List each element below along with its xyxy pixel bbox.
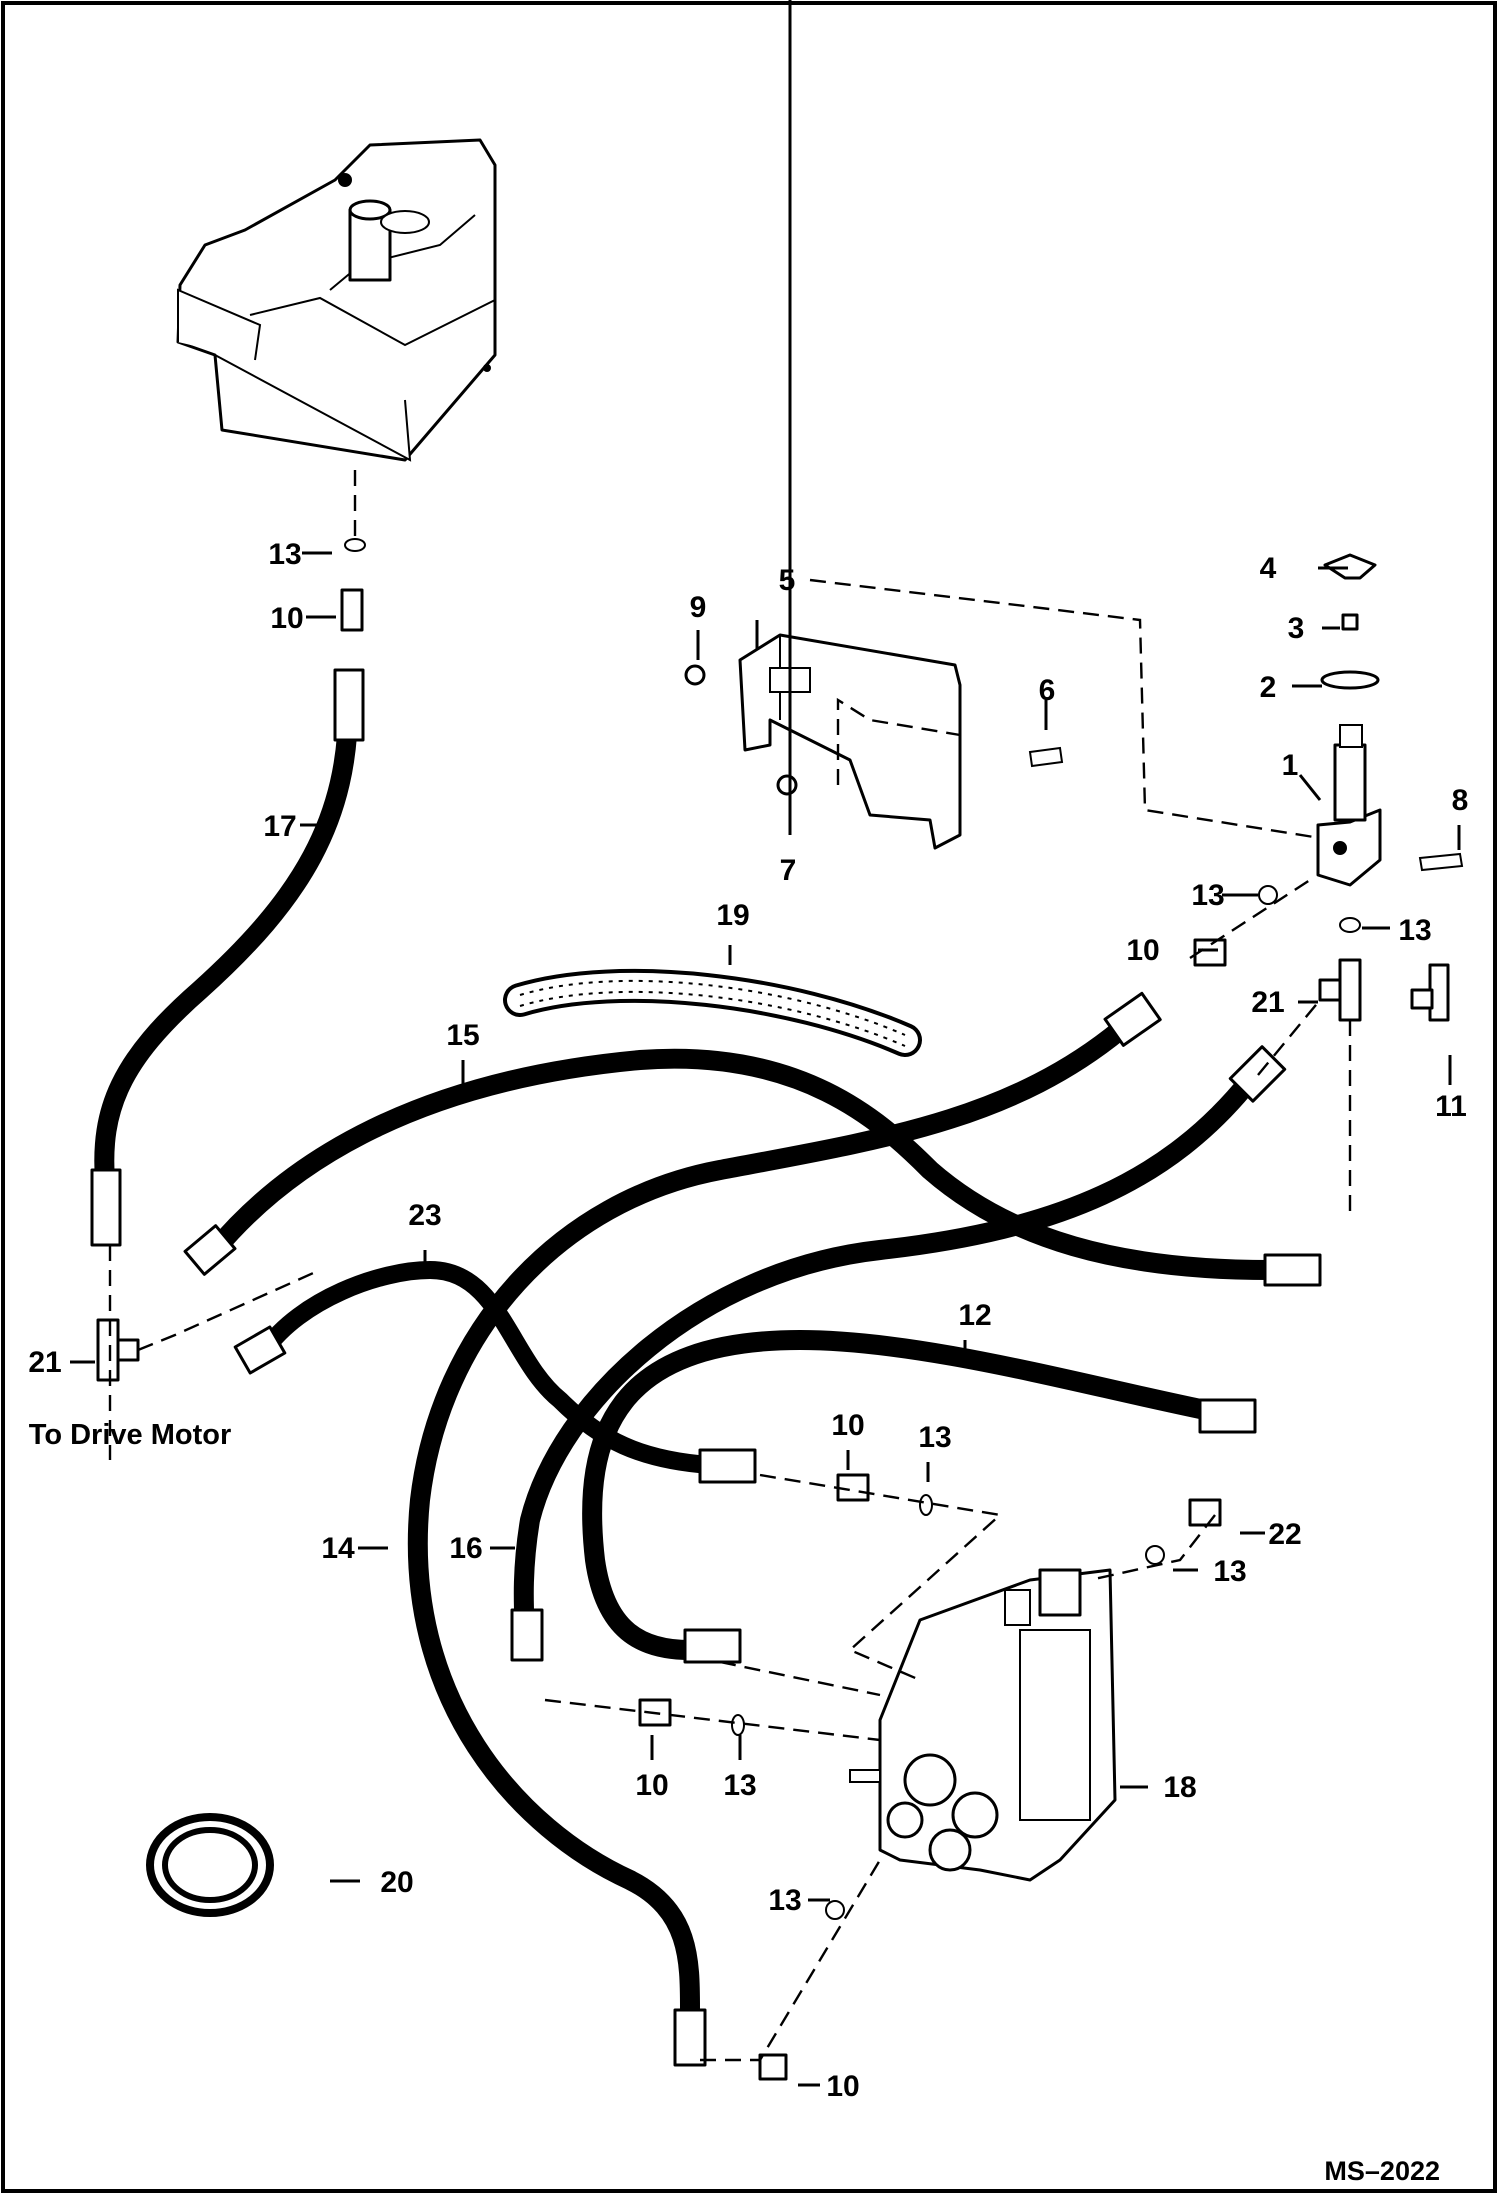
hose-17 <box>94 690 359 1190</box>
callout-13-pump-22: 13 <box>1213 1555 1246 1588</box>
tee-fitting-left <box>96 1318 140 1382</box>
adapter-pump-top <box>836 1473 870 1502</box>
bolt-part <box>1418 852 1464 872</box>
hose-14 <box>407 1020 1130 2020</box>
tube-coil-20 <box>146 1813 274 1917</box>
callout-22: 22 <box>1268 1518 1301 1551</box>
fitting-15-left <box>183 1224 237 1276</box>
guide-bracket-bolt <box>836 697 961 785</box>
callout-23: 23 <box>408 1199 441 1232</box>
oring-reservoir <box>344 538 366 552</box>
callout-13-reservoir: 13 <box>268 538 301 571</box>
bracket-nut-upper <box>684 664 706 686</box>
callout-12: 12 <box>958 1299 991 1332</box>
callout-10-pump-left: 10 <box>635 1769 668 1802</box>
oring-pump-bottom <box>825 1900 845 1920</box>
hose-15 <box>205 1048 1280 1280</box>
tee-fitting-right <box>1318 958 1362 1022</box>
fitting-16-bottom <box>510 1608 544 1662</box>
callout-8: 8 <box>1452 784 1469 817</box>
callout-10-valve: 10 <box>1126 934 1159 967</box>
callout-2: 2 <box>1260 671 1277 704</box>
guide-pump-22 <box>1089 1514 1216 1582</box>
callout-13-valve-left: 13 <box>1191 879 1224 912</box>
callout-16: 16 <box>449 1532 482 1565</box>
callout-17: 17 <box>263 810 296 843</box>
nut-part <box>1341 613 1359 631</box>
callout-13-pump-left: 13 <box>723 1769 756 1802</box>
fitting-17-top <box>333 668 365 742</box>
callout-labels: 1 2 3 4 5 6 7 8 9 10 10 10 10 10 11 12 1… <box>28 538 1468 2186</box>
fitting-15-right <box>1263 1253 1322 1287</box>
fitting-14-top <box>1103 991 1162 1047</box>
cap-part <box>1323 553 1377 580</box>
callout-13-pump-bottom: 13 <box>768 1884 801 1917</box>
hydraulic-pump <box>849 1568 1117 1882</box>
callout-19: 19 <box>716 899 749 932</box>
hose-23 <box>256 1261 719 1474</box>
callout-21-right: 21 <box>1251 986 1284 1019</box>
fitting-12-bottom <box>683 1628 742 1664</box>
figure-id: MS–2022 <box>1324 2156 1440 2186</box>
callout-10-pump-top: 10 <box>831 1409 864 1442</box>
fitting-23-right <box>698 1448 757 1484</box>
callout-5: 5 <box>779 564 796 597</box>
adapter-pump-bottom <box>758 2053 788 2081</box>
fitting-17-bottom <box>90 1168 122 1247</box>
drive-motor-note: To Drive Motor <box>29 1419 231 1451</box>
guide-valve-tee <box>1257 999 1321 1076</box>
bracket-nut-lower <box>776 774 798 796</box>
callout-11: 11 <box>1435 1090 1467 1123</box>
callout-6: 6 <box>1039 674 1056 707</box>
oring-pump-top <box>919 1494 933 1516</box>
callout-10-reservoir: 10 <box>270 602 303 635</box>
hose-16 <box>513 1070 1260 1650</box>
callout-14: 14 <box>321 1532 355 1565</box>
mounting-bracket <box>738 633 962 850</box>
adapter-22 <box>1188 1498 1222 1527</box>
guide-pump-left <box>544 1698 881 1742</box>
oring-pump-left <box>731 1714 745 1736</box>
guide-pump-mid <box>719 1660 881 1697</box>
callout-10-pump-bottom: 10 <box>826 2070 859 2103</box>
callout-1: 1 <box>1282 749 1299 782</box>
oring-22 <box>1145 1545 1165 1565</box>
washer-part <box>1320 670 1380 690</box>
hose-12 <box>582 1330 1240 1660</box>
callout-13-valve-bottom: 13 <box>1398 914 1431 947</box>
fitting-14-bottom <box>673 2008 707 2067</box>
fitting-23-left <box>233 1325 287 1375</box>
oring-valve-left <box>1258 885 1278 905</box>
callout-4: 4 <box>1260 552 1277 585</box>
guide-tee-left <box>137 1268 321 1352</box>
callout-9: 9 <box>690 591 707 624</box>
callout-7: 7 <box>780 854 797 887</box>
tee-fitting-11 <box>1410 963 1450 1022</box>
sleeve-19 <box>503 968 922 1057</box>
valve-block <box>1316 724 1382 887</box>
callout-21-left: 21 <box>28 1346 61 1379</box>
callout-18: 18 <box>1163 1771 1196 1804</box>
callout-15: 15 <box>446 1019 479 1052</box>
fitting-12-top <box>1198 1398 1257 1434</box>
callout-3: 3 <box>1288 612 1305 645</box>
oring-valve-bottom <box>1339 917 1361 933</box>
callout-20: 20 <box>380 1866 413 1899</box>
guide-pump-top <box>759 1473 1003 1682</box>
leader-lines <box>70 0 1461 2087</box>
callout-13-pump-top: 13 <box>918 1421 951 1454</box>
guide-pump-bottom <box>700 1859 882 2062</box>
reservoir-tank <box>176 138 497 462</box>
bracket-bolt <box>1028 746 1064 768</box>
adapter-reservoir <box>340 588 364 632</box>
guide-bracket-valve <box>809 578 1321 840</box>
